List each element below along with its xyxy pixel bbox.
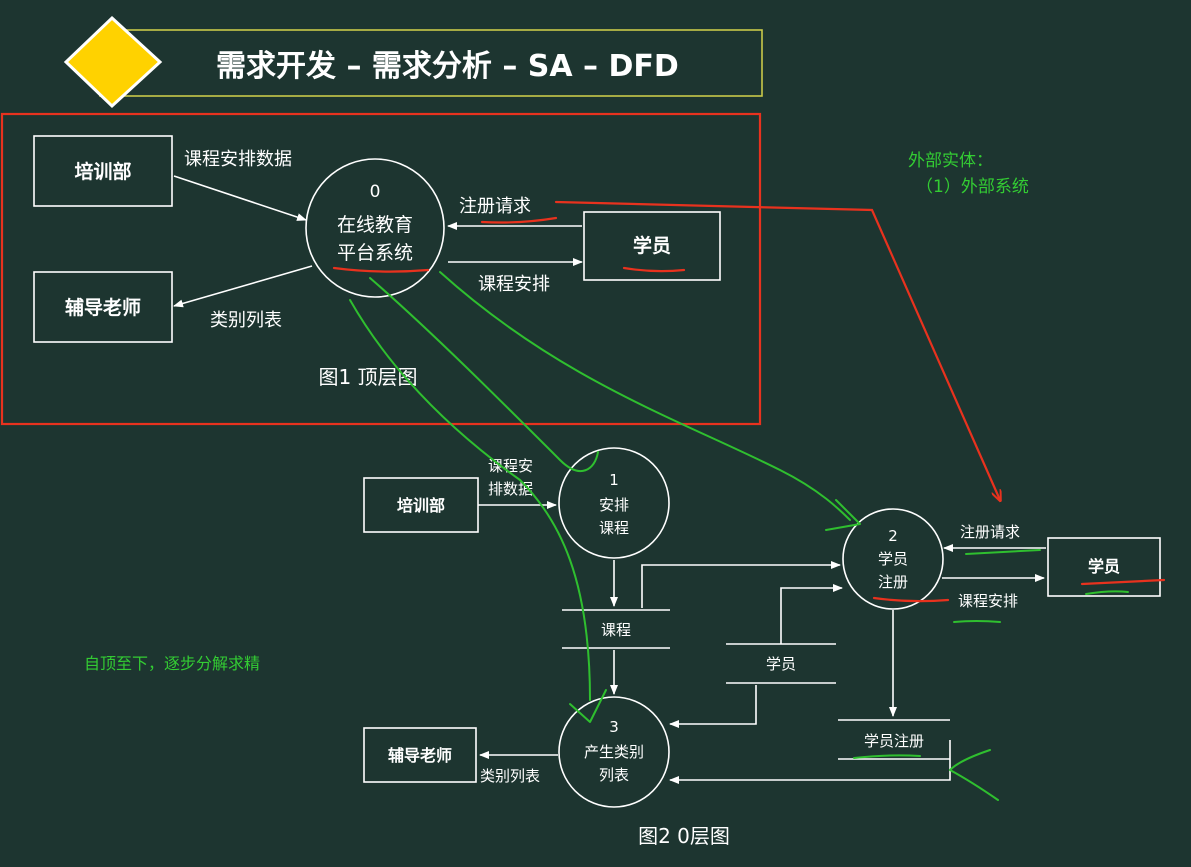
process-1: 1 安排 课程 <box>558 447 670 559</box>
process-label-line1: 在线教育 <box>337 214 413 236</box>
process-number: 2 <box>888 527 898 545</box>
entity-label: 辅导老师 <box>388 746 452 765</box>
green-arrowhead-p2 <box>825 499 861 531</box>
process-label-line1: 学员 <box>878 550 908 568</box>
process-label-line2: 注册 <box>878 573 908 591</box>
entity-training-l0: 培训部 <box>363 477 479 533</box>
flow-label-schedule: 课程安排 <box>958 592 1018 610</box>
flow-label-schedule-data-l1: 课程安 <box>488 457 533 475</box>
red-underline-system <box>332 266 430 273</box>
top-level-diagram: 培训部 辅导老师 学员 0 在线教育 平台系统 课程安排数据 注册请求 课程安排… <box>0 112 762 426</box>
entity-label: 学员 <box>633 234 671 257</box>
red-underline-student <box>622 266 686 273</box>
flow-label-schedule-data: 课程安排数据 <box>184 149 292 170</box>
store-label: 课程 <box>601 621 631 639</box>
entity-tutor-top: 辅导老师 <box>33 271 173 343</box>
process-label-line1: 产生类别 <box>584 743 644 761</box>
green-underline-registration <box>853 754 921 759</box>
flow-student-to-p2-arrow <box>780 584 843 644</box>
process-label-line2: 列表 <box>599 766 629 784</box>
annotations: 外部实体： （1）外部系统 自顶至下，逐步分解求精 <box>84 151 1166 801</box>
green-scribble-arrow <box>949 749 999 801</box>
green-line-to-p1 <box>369 277 599 472</box>
annotation-external-entity-line2: （1）外部系统 <box>916 177 1029 197</box>
entity-student-top: 学员 <box>583 211 721 281</box>
process-number: 0 <box>370 182 381 202</box>
flow-registration-to-p3-arrow <box>669 740 951 784</box>
level0-diagram: 培训部 辅导老师 学员 1 安排 课程 2 学员 注册 3 产生类别 列表 <box>363 447 1161 848</box>
process-label-line2: 课程 <box>599 519 629 537</box>
top-diagram-frame <box>0 112 762 426</box>
diamond-icon <box>63 15 163 109</box>
green-arrowhead-p3 <box>569 689 607 723</box>
green-underline-student <box>1085 590 1129 595</box>
page-title: 需求开发 – 需求分析 – SA – DFD <box>216 49 679 84</box>
flow-label-category-list: 类别列表 <box>210 310 282 331</box>
store-student: 学员 <box>726 643 836 684</box>
process-0: 0 在线教育 平台系统 <box>305 158 445 298</box>
red-arrow-to-student <box>554 200 1000 500</box>
green-underline-schedule <box>953 620 1001 623</box>
red-underline-student-l0 <box>1080 578 1166 586</box>
process-label-line2: 平台系统 <box>337 242 413 264</box>
store-label: 学员注册 <box>864 732 924 750</box>
store-label: 学员 <box>766 655 796 673</box>
store-registration: 学员注册 <box>838 719 950 760</box>
green-line-to-p2 <box>439 271 851 521</box>
green-line-to-p3 <box>349 299 591 701</box>
flow-label-category-list: 类别列表 <box>480 767 540 785</box>
green-underline-register-request <box>965 549 1041 555</box>
flow-schedule-data-arrow <box>173 175 307 221</box>
title-banner: 需求开发 – 需求分析 – SA – DFD <box>63 15 763 109</box>
process-label-line1: 安排 <box>599 496 629 514</box>
flow-label-register-request: 注册请求 <box>960 523 1020 541</box>
entity-training-top: 培训部 <box>33 135 173 207</box>
top-diagram-caption: 图1 顶层图 <box>318 365 417 389</box>
flow-course-to-p2-arrow <box>641 561 841 608</box>
flow-label-register-request: 注册请求 <box>459 196 531 217</box>
entity-label: 培训部 <box>397 496 445 515</box>
flow-label-schedule-data-l2: 排数据 <box>488 480 533 498</box>
flow-student-to-p3-arrow <box>669 685 757 728</box>
flow-label-schedule: 课程安排 <box>478 274 550 295</box>
annotation-external-entity-line1: 外部实体： <box>908 151 993 171</box>
process-number: 1 <box>609 471 619 489</box>
entity-label: 学员 <box>1088 557 1120 576</box>
process-2: 2 学员 注册 <box>842 508 944 610</box>
store-course: 课程 <box>562 609 670 649</box>
red-underline-register-l0 <box>872 596 950 603</box>
process-3: 3 产生类别 列表 <box>558 696 670 808</box>
entity-tutor-l0: 辅导老师 <box>363 727 477 783</box>
red-underline-register <box>480 216 558 224</box>
entity-student-l0: 学员 <box>1047 537 1161 597</box>
annotation-topdown: 自顶至下，逐步分解求精 <box>84 654 260 673</box>
process-number: 3 <box>609 718 619 736</box>
entity-label: 辅导老师 <box>65 296 141 319</box>
entity-label: 培训部 <box>74 160 131 183</box>
level0-diagram-caption: 图2 0层图 <box>638 824 730 848</box>
flow-category-list-arrow <box>173 265 313 308</box>
